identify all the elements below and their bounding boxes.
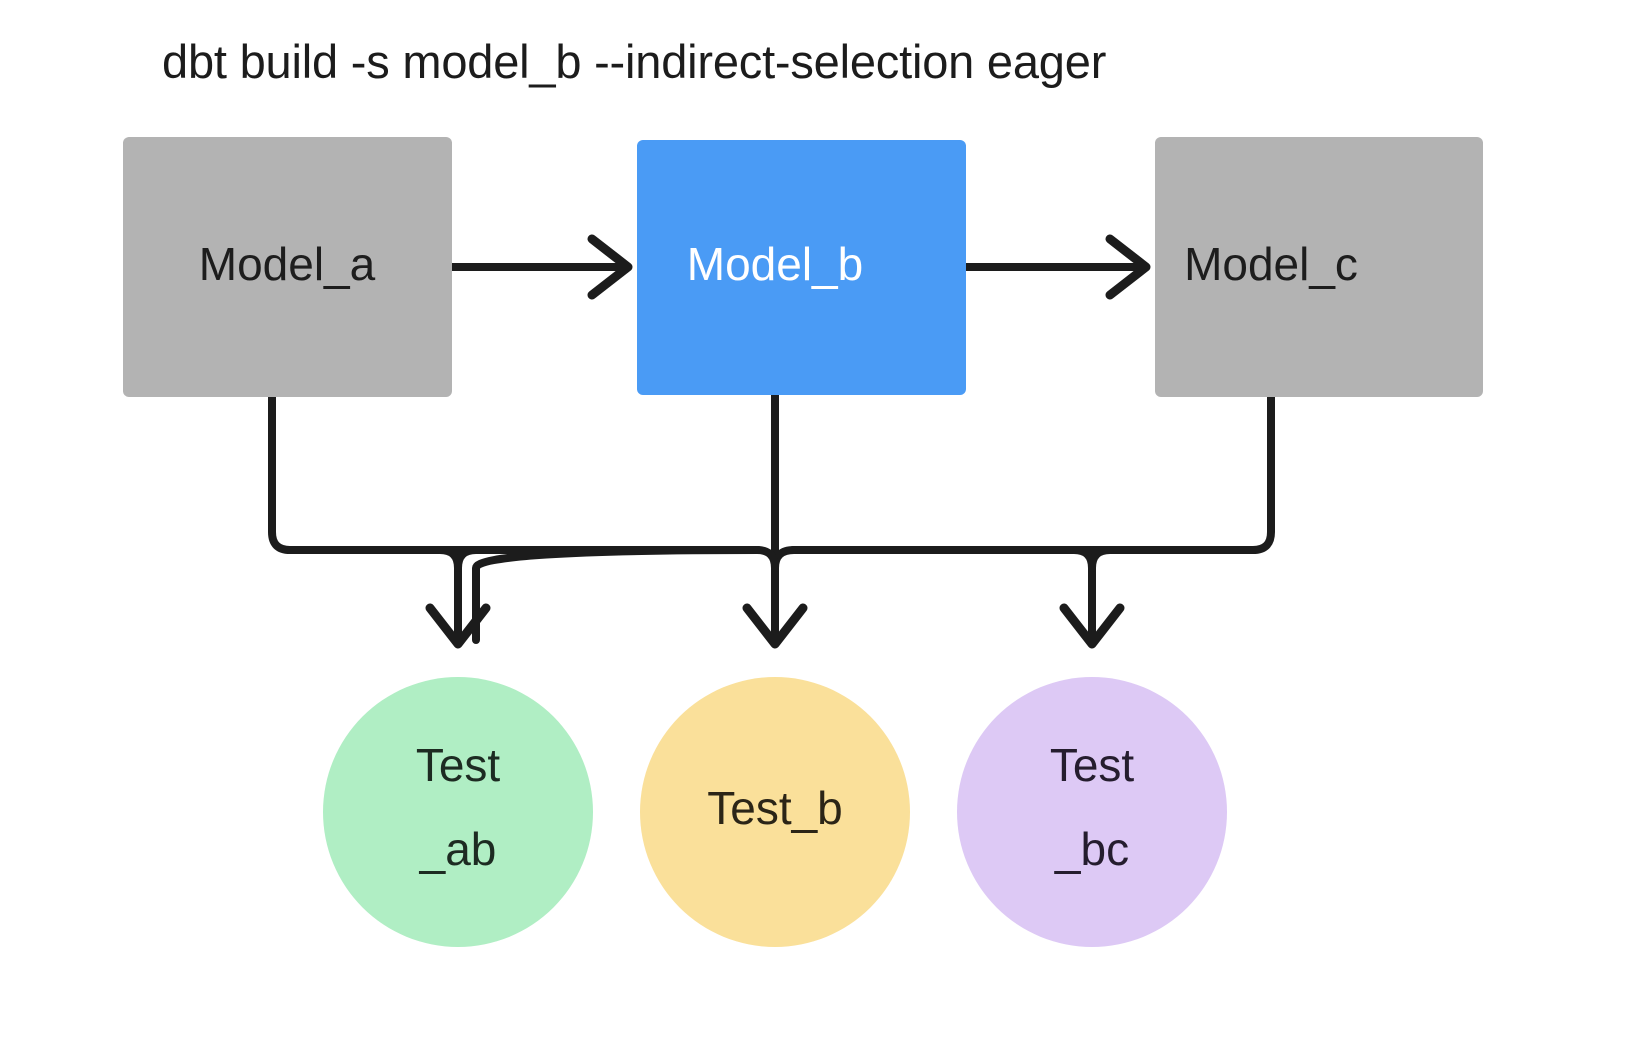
edge-bus-joints bbox=[436, 546, 1114, 572]
node-test-bc-shape[interactable] bbox=[957, 677, 1227, 947]
node-model-c[interactable]: Model_c bbox=[1155, 137, 1483, 397]
node-test-ab-label-line2: _ab bbox=[419, 823, 497, 875]
node-model-c-shape[interactable] bbox=[1155, 137, 1483, 397]
node-test-b-label-line1: Test_b bbox=[707, 782, 843, 834]
node-test-b-shape[interactable] bbox=[640, 677, 910, 947]
node-model-b-label: Model_b bbox=[687, 238, 863, 290]
node-test-bc[interactable]: Test _bc bbox=[957, 677, 1227, 947]
node-test-ab-shape[interactable] bbox=[323, 677, 593, 947]
edge-model-b-to-model-c bbox=[962, 234, 1151, 300]
node-model-c-label: Model_c bbox=[1184, 238, 1358, 290]
edge-model-a-to-model-b bbox=[448, 234, 633, 300]
node-test-bc-label-line1: Test bbox=[1050, 739, 1135, 791]
node-model-b[interactable]: Model_b bbox=[637, 140, 966, 395]
node-test-bc-label-line2: _bc bbox=[1054, 823, 1129, 875]
diagram-title: dbt build -s model_b --indirect-selectio… bbox=[162, 35, 1106, 88]
edge-model-a-to-test-ab bbox=[268, 393, 762, 554]
node-model-a-label: Model_a bbox=[199, 238, 376, 290]
edge-model-b-to-test-b bbox=[742, 391, 808, 649]
node-test-ab[interactable]: Test _ab bbox=[323, 677, 593, 947]
node-test-b[interactable]: Test_b bbox=[640, 677, 910, 947]
edge-bus-to-test-ab bbox=[425, 546, 762, 649]
node-model-b-shape[interactable] bbox=[637, 140, 966, 395]
edge-layer bbox=[268, 234, 1275, 649]
edge-model-c-to-test-bc bbox=[789, 393, 1275, 554]
node-test-ab-label-line1: Test bbox=[416, 739, 501, 791]
node-model-a[interactable]: Model_a bbox=[123, 137, 452, 397]
node-model-a-shape[interactable] bbox=[123, 137, 452, 397]
